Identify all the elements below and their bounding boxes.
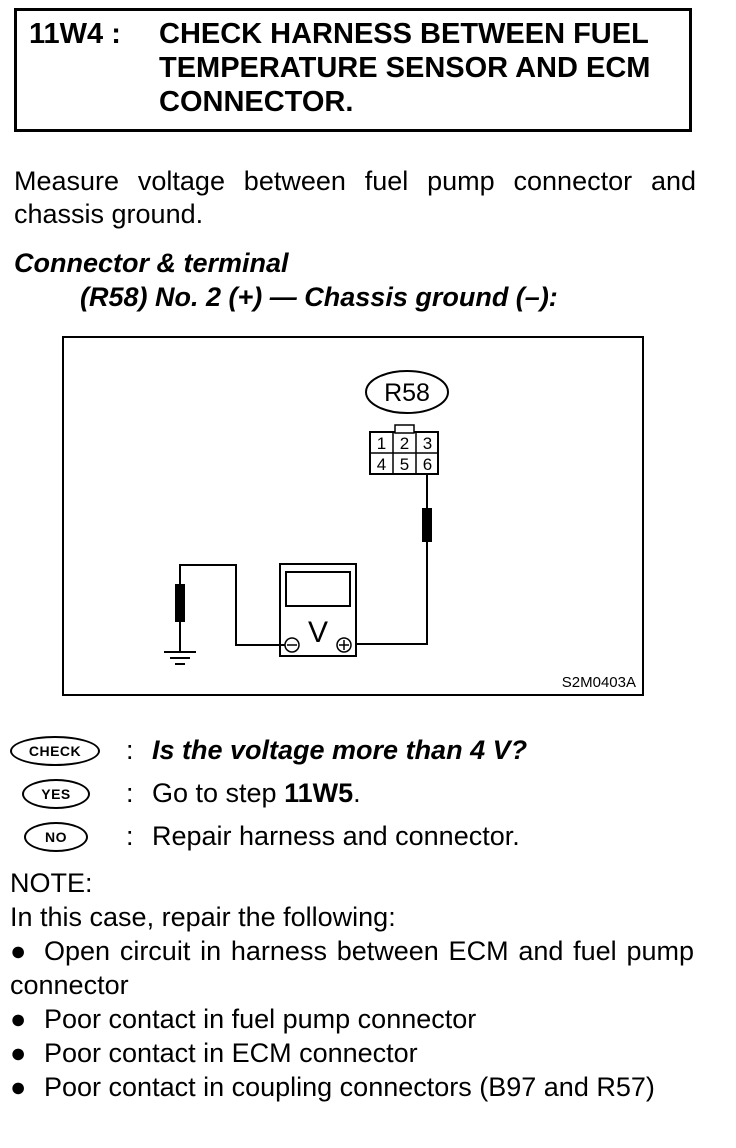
- yes-colon: :: [126, 778, 134, 808]
- note-intro: In this case, repair the following:: [10, 902, 396, 932]
- yes-text-prefix: Go to step: [152, 778, 285, 808]
- positive-probe-lead: [350, 474, 432, 645]
- spec-label: Connector & terminal: [14, 248, 289, 278]
- check-badge: CHECK: [10, 736, 100, 766]
- yes-text-suffix: .: [353, 778, 361, 808]
- note-heading: NOTE:: [10, 868, 93, 898]
- yes-step-ref: 11W5: [284, 778, 354, 808]
- note-item-text: Poor contact in ECM connector: [44, 1038, 418, 1068]
- note-item: ● Poor contact in coupling connectors (B9…: [10, 1070, 694, 1104]
- note-item: ● Poor contact in ECM connector: [10, 1036, 694, 1070]
- note-item-text: Poor contact in fuel pump connector: [44, 1004, 477, 1034]
- yes-badge: YES: [22, 779, 90, 809]
- check-colon: :: [126, 735, 134, 765]
- note-item-text: Poor contact in coupling connectors (B97…: [44, 1072, 655, 1102]
- terminal-5: 5: [400, 455, 409, 474]
- figure-code: S2M0403A: [562, 674, 636, 691]
- check-question: Is the voltage more than 4 V?: [152, 735, 528, 765]
- no-badge: NO: [24, 822, 88, 852]
- no-colon: :: [126, 821, 134, 851]
- note-item-text: Open circuit in harness between ECM and …: [10, 936, 694, 1000]
- note-item: ●Open circuit in harness between ECM and…: [10, 934, 694, 1002]
- no-row: NO : Repair harness and connector.: [10, 818, 710, 858]
- instruction-text: Measure voltage between fuel pump connec…: [14, 166, 696, 229]
- yes-text: Go to step 11W5.: [152, 775, 361, 811]
- terminal-2: 2: [400, 434, 409, 453]
- check-row: CHECK : Is the voltage more than 4 V?: [10, 732, 710, 772]
- bullet-icon: ●: [10, 936, 27, 966]
- wiring-diagram: R58 1 2 3 4 5 6 V: [62, 336, 644, 696]
- connector-label-ellipse: [365, 370, 449, 414]
- bullet-icon: ●: [10, 1004, 27, 1034]
- note-item: ● Poor contact in fuel pump connector: [10, 1002, 694, 1036]
- connector-r58: 1 2 3 4 5 6: [369, 424, 439, 475]
- connector-label: R58: [384, 379, 430, 407]
- bullet-icon: ●: [10, 1072, 27, 1102]
- meter-symbol: V: [308, 616, 328, 649]
- terminal-4: 4: [377, 455, 386, 474]
- wiring-diagram-svg: R58 1 2 3 4 5 6 V: [164, 370, 636, 691]
- negative-probe-lead: [175, 564, 285, 652]
- yes-row: YES : Go to step 11W5.: [10, 775, 710, 815]
- voltmeter: V: [279, 563, 357, 657]
- spec-value: (R58) No. 2 (+) — Chassis ground (–):: [80, 282, 558, 312]
- step-id: 11W4 :: [29, 18, 121, 50]
- chassis-ground-icon: [164, 651, 196, 665]
- no-text: Repair harness and connector.: [152, 821, 520, 851]
- note-section: NOTE: In this case, repair the following…: [10, 866, 694, 1104]
- step-header: 11W4 : CHECK HARNESS BETWEEN FUEL TEMPER…: [14, 8, 692, 132]
- terminal-3: 3: [423, 434, 432, 453]
- step-title: CHECK HARNESS BETWEEN FUEL TEMPERATURE S…: [159, 18, 651, 118]
- terminal-1: 1: [377, 434, 386, 453]
- terminal-6: 6: [423, 455, 432, 474]
- bullet-icon: ●: [10, 1038, 27, 1068]
